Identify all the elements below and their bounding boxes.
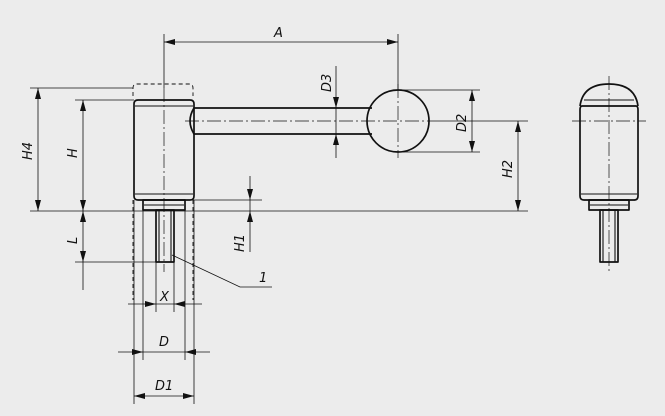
- dim-l-label: L: [66, 237, 81, 244]
- dim-h4-arrow-bottom: [35, 200, 41, 211]
- dim-h2-label: H2: [501, 160, 516, 178]
- ball-knob: [366, 89, 430, 153]
- dim-a-arrow-left: [164, 39, 175, 45]
- dim-d3-arrow-bottom: [333, 134, 339, 145]
- dim-d3-arrow-top: [333, 97, 339, 108]
- dim-x-arrow-left: [145, 301, 156, 307]
- end-view-body: [579, 105, 639, 201]
- dim-d2-arrow-bottom: [469, 141, 475, 152]
- dim-h2-arrow-top: [515, 121, 521, 132]
- dim-d1-label: D1: [155, 379, 173, 394]
- dim-h-label: H: [66, 148, 81, 158]
- dim-x-arrow-right: [174, 301, 185, 307]
- dim-d1-arrow-left: [134, 393, 145, 399]
- dim-h1-label: H1: [233, 234, 248, 252]
- dim-h1-arrow-top: [247, 189, 253, 200]
- hub-hidden-outline: [132, 83, 194, 96]
- dim-h-arrow-bottom: [80, 200, 86, 211]
- dim-d2-label: D2: [455, 114, 470, 132]
- threaded-stud: [155, 209, 175, 263]
- dim-l-arrow-top: [80, 211, 86, 222]
- dim-x-label: X: [159, 290, 170, 305]
- callout-1-label: 1: [259, 271, 267, 286]
- dim-l-arrow-bottom: [80, 251, 86, 262]
- dim-d-label: D: [159, 335, 169, 350]
- dim-h2-arrow-bottom: [515, 200, 521, 211]
- dim-d-arrow-right: [185, 349, 196, 355]
- dim-d2-arrow-top: [469, 90, 475, 101]
- dim-d-arrow-left: [132, 349, 143, 355]
- dim-a-label: A: [273, 26, 283, 41]
- dim-d3-label: D3: [320, 74, 335, 92]
- dim-a-arrow-right: [387, 39, 398, 45]
- end-view: [572, 76, 646, 272]
- dim-d1-arrow-right: [183, 393, 194, 399]
- callout-1-leader: [171, 254, 272, 288]
- dim-h4-arrow-top: [35, 88, 41, 99]
- dimensions: A D3 D2 H2 H4 H: [21, 26, 528, 404]
- side-view: [132, 83, 440, 300]
- dim-h4-label: H4: [21, 142, 36, 160]
- dim-h-arrow-top: [80, 100, 86, 111]
- dim-h1-arrow-bottom: [247, 211, 253, 222]
